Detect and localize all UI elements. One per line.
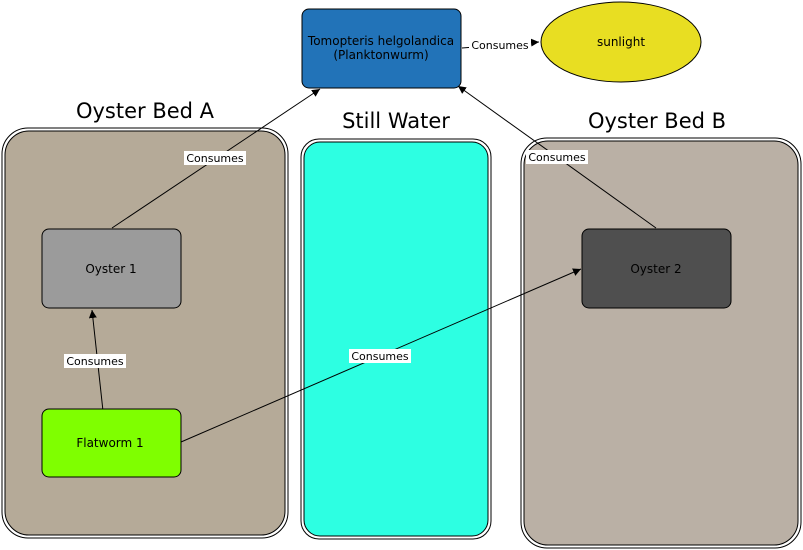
node-tomopteris-label-line1: Tomopteris helgolandica — [307, 34, 454, 48]
node-oyster1-label: Oyster 1 — [85, 262, 136, 276]
edge-labels: Consumes Consumes Consumes Consumes Cons… — [64, 38, 588, 368]
node-tomopteris[interactable]: Tomopteris helgolandica (Planktonwurm) — [301, 8, 462, 89]
node-oyster1[interactable]: Oyster 1 — [41, 228, 182, 309]
edge-label-flatworm1-oyster1-text: Consumes — [66, 355, 124, 368]
node-oyster2[interactable]: Oyster 2 — [581, 228, 732, 309]
edge-label-flatworm1-oyster2: Consumes — [349, 349, 411, 363]
edge-label-oyster1-tomopteris-text: Consumes — [186, 152, 244, 165]
region-oyster-bed-b-body — [523, 140, 799, 546]
node-flatworm1-box[interactable] — [41, 408, 182, 478]
region-oyster-bed-a-title: Oyster Bed A — [76, 99, 215, 123]
edge-label-tomopteris-sunlight-text: Consumes — [471, 39, 529, 52]
node-sunlight-ellipse[interactable] — [540, 1, 702, 83]
node-flatworm1[interactable]: Flatworm 1 — [41, 408, 182, 478]
region-still-water-body — [303, 141, 489, 537]
region-oyster-bed-b: Oyster Bed B — [520, 109, 802, 549]
node-oyster2-box[interactable] — [581, 228, 732, 309]
node-oyster2-label: Oyster 2 — [630, 262, 681, 276]
edge-label-oyster1-tomopteris: Consumes — [184, 151, 246, 165]
region-still-water-title: Still Water — [342, 109, 450, 133]
edge-label-flatworm1-oyster1: Consumes — [64, 354, 126, 368]
region-oyster-bed-b-title: Oyster Bed B — [588, 109, 726, 133]
node-flatworm1-label: Flatworm 1 — [76, 436, 143, 450]
edge-label-oyster2-tomopteris: Consumes — [526, 150, 588, 164]
edge-label-tomopteris-sunlight: Consumes — [469, 38, 531, 52]
node-tomopteris-label-line2: (Planktonwurm) — [333, 48, 428, 62]
node-sunlight[interactable]: sunlight — [540, 1, 702, 83]
edge-label-flatworm1-oyster2-text: Consumes — [351, 350, 409, 363]
node-sunlight-label: sunlight — [597, 35, 645, 49]
edge-label-oyster2-tomopteris-text: Consumes — [528, 151, 586, 164]
node-tomopteris-box[interactable] — [301, 8, 462, 89]
region-still-water: Still Water — [300, 109, 492, 540]
node-oyster1-box[interactable] — [41, 228, 182, 309]
